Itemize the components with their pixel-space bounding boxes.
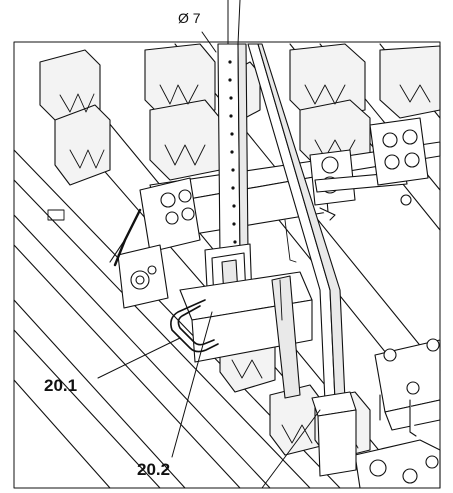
hydraulic-block (374, 338, 441, 437)
rotor-parts-bottom (354, 439, 441, 489)
left-bracket (109, 177, 201, 309)
small-details (47, 209, 297, 321)
support-arm (247, 43, 357, 477)
post-holes (228, 60, 237, 244)
tine-blocks-upper (39, 43, 441, 186)
tine-teeth (59, 84, 431, 169)
diameter-label: Ø 7 (178, 10, 201, 26)
part-label-20-2: 20.2 (137, 460, 171, 479)
frame-border (13, 41, 441, 489)
right-coupling (309, 117, 429, 221)
leader-lines (97, 31, 321, 489)
lower-beam (179, 271, 313, 399)
part-label-20-1: 20.1 (44, 376, 78, 395)
perforated-post (217, 0, 249, 259)
